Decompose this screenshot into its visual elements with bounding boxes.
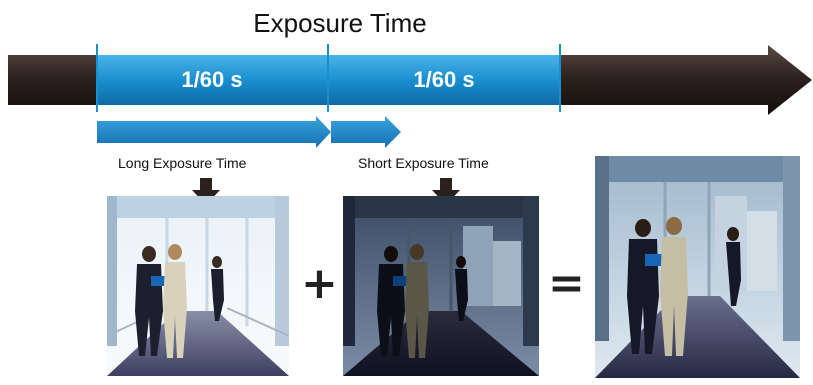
timeline-graphic — [8, 44, 812, 148]
short-exposure-arrow — [331, 116, 401, 148]
segment-2-label: 1/60 s — [413, 67, 475, 92]
down-arrows — [192, 178, 460, 205]
segment-2-bar — [329, 55, 559, 105]
equals-operator: = — [548, 258, 585, 309]
long-exposure-arrow — [97, 116, 331, 148]
segment-1-bar — [97, 55, 327, 105]
segment-1-label: 1/60 s — [181, 67, 243, 92]
long-exposure-caption: Long Exposure Time — [118, 155, 247, 171]
combined-wdr-photo — [595, 156, 800, 378]
plus-operator: + — [301, 258, 338, 309]
short-down-arrow — [432, 178, 460, 205]
long-down-arrow — [192, 178, 220, 205]
short-exposure-caption: Short Exposure Time — [358, 155, 489, 171]
long-exposure-photo — [107, 196, 289, 376]
diagram-title: Exposure Time — [253, 8, 427, 38]
short-exposure-photo — [343, 196, 539, 376]
